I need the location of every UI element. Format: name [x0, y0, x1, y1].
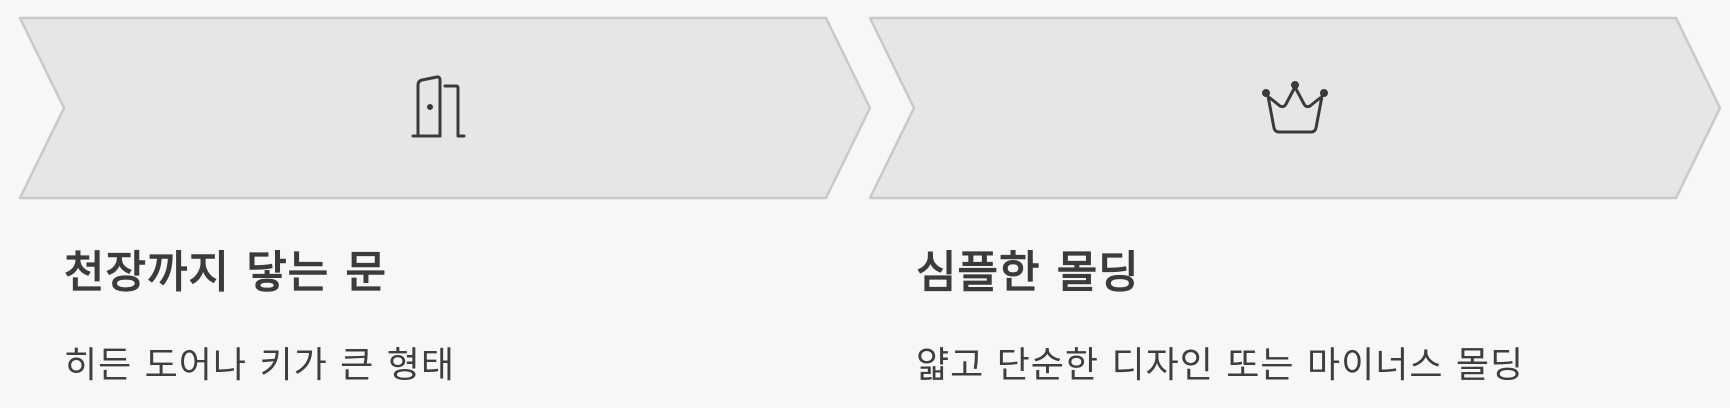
chevron-shape — [850, 0, 1730, 220]
process-step-molding: 심플한 몰딩 얇고 단순한 디자인 또는 마이너스 몰딩 — [850, 0, 1722, 408]
door-icon — [404, 74, 474, 144]
step-title: 천장까지 닿는 문 — [64, 247, 387, 298]
step-title: 심플한 몰딩 — [916, 247, 1140, 298]
crown-icon — [1260, 74, 1330, 144]
step-description: 히든 도어나 키가 큰 형태 — [64, 345, 455, 386]
step-description: 얇고 단순한 디자인 또는 마이너스 몰딩 — [916, 345, 1525, 386]
process-step-door: 천장까지 닿는 문 히든 도어나 키가 큰 형태 — [18, 16, 872, 386]
chevron-shape — [0, 0, 890, 220]
